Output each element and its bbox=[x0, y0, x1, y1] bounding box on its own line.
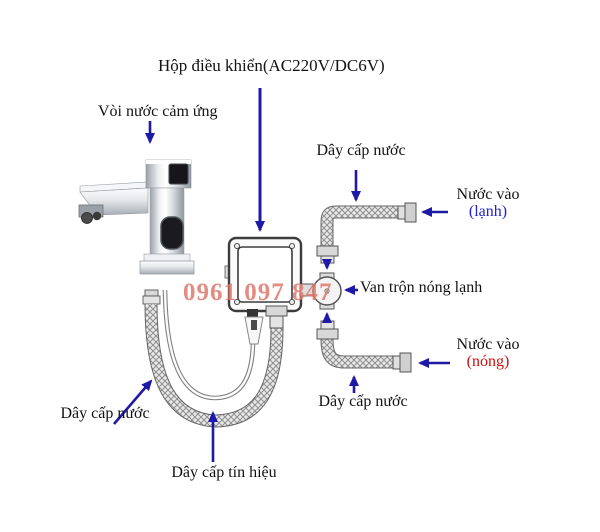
box-hose-collar bbox=[269, 315, 284, 329]
hot-inlet-label: Nước vào (nóng) bbox=[448, 336, 528, 371]
arrow-faucet-supply-hose bbox=[113, 379, 153, 425]
valve-inlet-nut bbox=[316, 245, 339, 257]
cold-inlet-line2: (lạnh) bbox=[468, 202, 508, 220]
hose-nut bbox=[144, 289, 159, 297]
faucet-aerator-2 bbox=[92, 211, 102, 221]
control-box-label: Hộp điều khiển(AC220V/DC6V) bbox=[158, 56, 385, 75]
hose-braid bbox=[321, 206, 404, 247]
faucet-supply-hose-label: Dây cấp nước bbox=[60, 405, 150, 422]
faucet-sensor-eye bbox=[168, 163, 189, 185]
sensor-faucet-label: Vòi nước cảm ứng bbox=[98, 103, 218, 120]
faucet-base bbox=[139, 260, 195, 275]
cold-supply-hose-label: Dây cấp nước bbox=[316, 142, 406, 159]
faucet-sensor-window bbox=[160, 216, 184, 250]
hot-water-hose bbox=[316, 320, 412, 373]
valve-outlet-nut bbox=[316, 328, 339, 340]
mixer-valve-label: Van trộn nóng lạnh bbox=[360, 279, 483, 296]
watermark-phone: 0961 097 847 bbox=[183, 279, 333, 306]
valve-outlet-neck bbox=[320, 320, 335, 330]
hot-inlet-line1: Nước vào bbox=[456, 336, 520, 353]
hose-braid bbox=[321, 338, 398, 368]
hot-hose-collar bbox=[392, 355, 401, 370]
cold-inlet-label: Nước vào (lạnh) bbox=[448, 186, 528, 221]
signal-cable-label: Dây cấp tín hiệu bbox=[171, 464, 277, 481]
box-hose-nut bbox=[265, 305, 288, 317]
cold-water-hose bbox=[316, 202, 417, 264]
cable-core bbox=[163, 289, 255, 400]
control-box-illustration bbox=[224, 236, 314, 345]
signal-connector bbox=[244, 316, 264, 345]
hose-collar bbox=[142, 295, 161, 305]
box-panel bbox=[237, 246, 293, 303]
hot-hose-nut bbox=[399, 352, 412, 373]
mixing-valve-illustration bbox=[312, 272, 342, 310]
faucet-aerator bbox=[81, 212, 93, 224]
valve-center bbox=[324, 288, 330, 294]
signal-plug bbox=[247, 309, 258, 318]
annotation-arrows bbox=[113, 88, 450, 462]
signal-connector-slot bbox=[251, 320, 257, 330]
cold-inlet-line1: Nước vào bbox=[456, 186, 520, 203]
hot-supply-hose-label: Dây cấp nước bbox=[318, 393, 408, 410]
cold-hose-collar bbox=[397, 205, 406, 220]
cold-hose-nut bbox=[404, 202, 417, 223]
faucet-head-highlight bbox=[146, 160, 191, 164]
sensor-faucet-illustration bbox=[78, 159, 195, 275]
signal-cable bbox=[162, 289, 256, 401]
box-screws bbox=[233, 242, 295, 305]
hot-inlet-line2: (nóng) bbox=[466, 352, 510, 370]
